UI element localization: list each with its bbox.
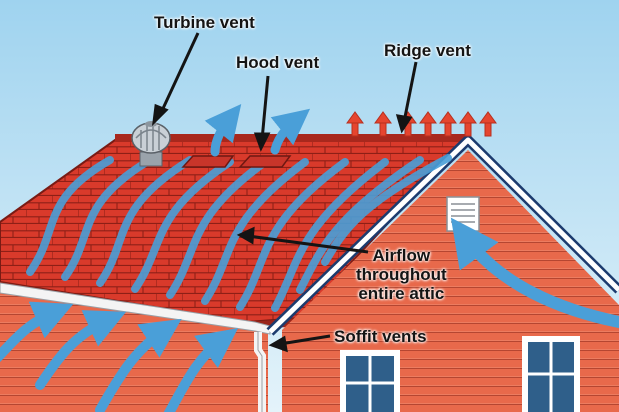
soffit-vents-label: Soffit vents: [334, 327, 427, 346]
airflow-arrow-icon: [95, 318, 182, 412]
turbine-vent-label: Turbine vent: [154, 13, 255, 32]
window-right: [522, 336, 580, 412]
airflow-label: Airflow throughout entire attic: [356, 246, 447, 303]
gable-louver-vent: [446, 196, 480, 232]
airflow-arrow-icon: [204, 103, 242, 157]
leader-soffit: [279, 334, 331, 346]
hood-vent-icon: [181, 155, 292, 168]
window-left: [340, 350, 400, 412]
airflow-arrow-icon: [163, 328, 239, 412]
leader-hood: [260, 75, 270, 141]
airflow-label-line1: Airflow: [372, 246, 431, 265]
airflow-arrow-icon: [0, 301, 74, 363]
airflow-label-line3: entire attic: [358, 284, 445, 303]
attic-airflow-streams: [26, 154, 452, 312]
hood-exhaust-arrows: [204, 103, 311, 157]
leader-turbine: [158, 32, 200, 116]
downspout: [254, 332, 266, 412]
gutter: [0, 282, 271, 335]
airflow-label-line2: throughout: [356, 265, 447, 284]
turbine-vent-icon: [131, 121, 171, 167]
hood-vent-label: Hood vent: [236, 53, 320, 72]
leader-airflow: [247, 234, 369, 254]
ridge-vent-label: Ridge vent: [384, 41, 471, 60]
airflow-arrow-icon: [35, 310, 127, 390]
soffit-intake-arrows: [0, 301, 239, 412]
callout-leaders: [151, 32, 418, 353]
airflow-arrow-icon: [270, 108, 311, 155]
leader-ridge: [402, 61, 418, 123]
airflow-arrow-icon: [450, 217, 619, 328]
